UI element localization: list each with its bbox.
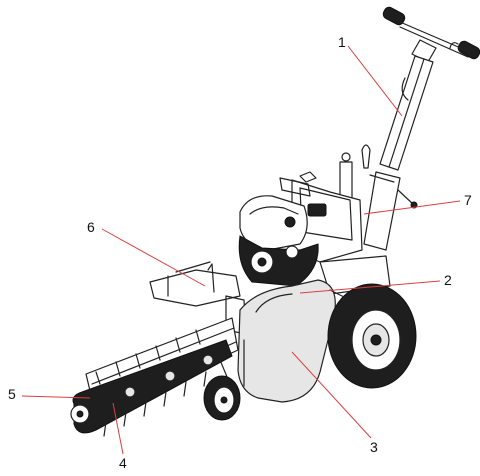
callout-5: 5 (8, 386, 16, 402)
leader-2 (299, 280, 441, 294)
trencher-machine-illustration (70, 6, 480, 437)
depth-wheel (203, 359, 241, 421)
handle-column (339, 55, 434, 251)
callout-7: 7 (464, 192, 472, 208)
callout-6: 6 (87, 219, 95, 235)
leader-3 (291, 351, 372, 439)
leader-1 (347, 45, 403, 117)
leader-5 (21, 395, 91, 399)
digging-boom (70, 317, 239, 437)
callout-3: 3 (370, 439, 378, 455)
callout-1: 1 (338, 34, 346, 50)
leader-6 (101, 228, 206, 287)
leader-4 (112, 402, 124, 455)
callout-2: 2 (444, 272, 452, 288)
belt-guard (237, 279, 336, 403)
drive-wheel (327, 283, 417, 389)
chain-teeth (95, 329, 214, 437)
handle-bar (382, 6, 480, 63)
leader-7 (363, 200, 461, 215)
callout-4: 4 (119, 455, 127, 471)
leader-lines (21, 45, 461, 455)
